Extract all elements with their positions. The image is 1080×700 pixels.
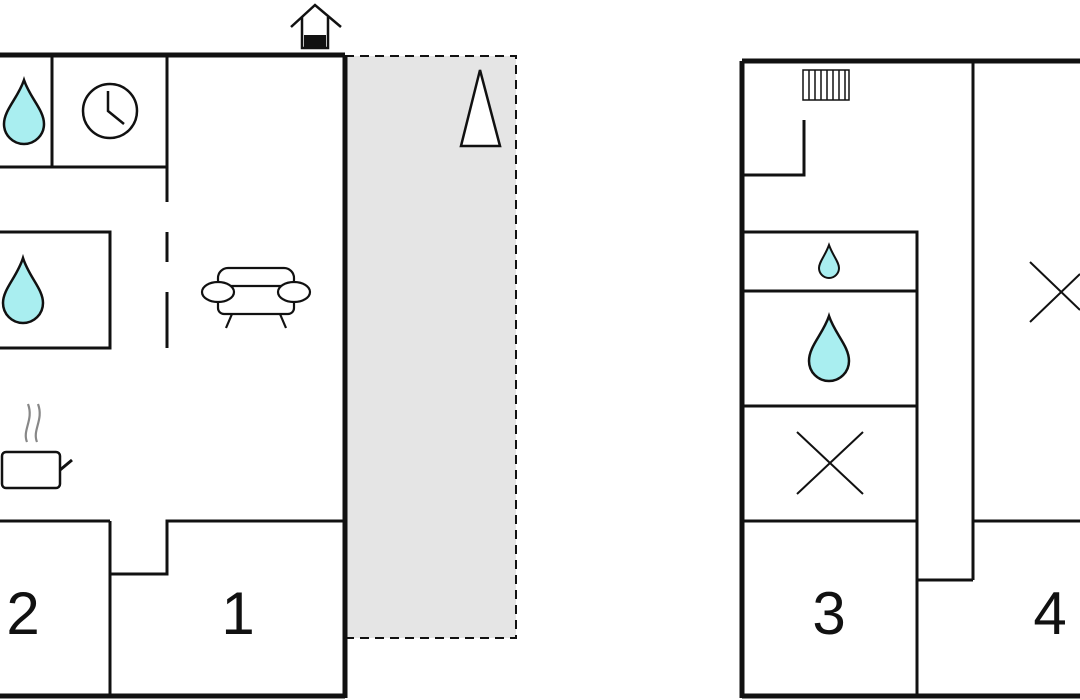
water-drop-icon [817, 242, 841, 279]
wall [742, 120, 806, 177]
clock-icon [81, 82, 139, 140]
radiator-icon [802, 69, 850, 101]
ground-floor: 2 1 [0, 3, 517, 699]
wall [0, 230, 112, 350]
compass-north-icon [459, 69, 502, 148]
room-number-3: 3 [812, 580, 845, 647]
water-drop-icon [1, 253, 45, 325]
room-number-1: 1 [221, 580, 254, 647]
bed-cross-icon [796, 431, 864, 495]
wall [110, 519, 345, 576]
water-drop-icon [2, 76, 46, 146]
upper-floor: 3 4 [739, 58, 1080, 699]
house-entrance-icon [290, 3, 342, 50]
room-number-2: 2 [6, 580, 39, 647]
sofa-icon [200, 266, 312, 329]
bed-cross-icon [1029, 261, 1080, 323]
room-number-4: 4 [1033, 580, 1066, 647]
water-drop-icon [807, 312, 851, 383]
cooking-pot-icon [0, 403, 73, 490]
